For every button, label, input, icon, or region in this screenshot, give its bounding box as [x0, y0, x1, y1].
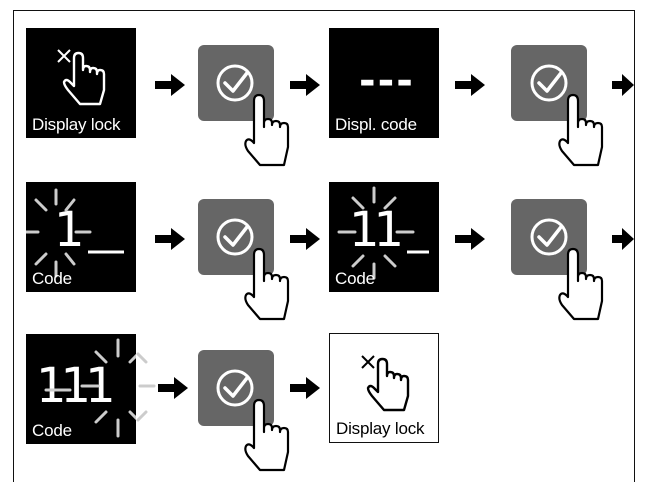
checkmark-circle-icon [216, 218, 254, 256]
panel-label: Code [32, 421, 72, 440]
display-lock-panel: Display lock [26, 28, 136, 138]
arrow-right-icon [290, 377, 320, 399]
hand-pointer-icon [558, 93, 604, 167]
arrow-right-icon [455, 228, 485, 250]
panel-label: Code [32, 269, 72, 288]
code-entry-panel-2: 11 Code [329, 182, 439, 292]
hand-touch-icon [57, 49, 106, 106]
arrow-right-icon [612, 228, 634, 250]
checkmark-circle-icon [530, 218, 568, 256]
panel-label: Display lock [32, 115, 121, 134]
arrow-right-icon [290, 228, 320, 250]
hand-touch-icon [361, 355, 410, 412]
code-digits: 111 [36, 358, 116, 414]
hand-pointer-icon [244, 398, 290, 472]
panel-label: Code [335, 269, 375, 288]
arrow-right-icon [455, 74, 485, 96]
code-dashes: --- [359, 58, 415, 104]
hand-pointer-icon [244, 93, 290, 167]
code-entry-panel-1: 1 Code [26, 182, 136, 292]
blink-rays-icon [44, 338, 136, 438]
code-digits: 1 [54, 202, 85, 258]
arrow-right-icon [155, 228, 185, 250]
checkmark-circle-icon [216, 369, 254, 407]
diagram-frame [13, 10, 635, 482]
hand-pointer-icon [558, 247, 604, 321]
arrow-right-icon [155, 74, 185, 96]
displ-code-panel: --- Displ. code [329, 28, 439, 138]
arrow-right-icon [290, 74, 320, 96]
blink-rays-icon [136, 352, 156, 422]
blink-rays-icon [337, 186, 429, 280]
panel-label: Displ. code [335, 115, 417, 134]
checkmark-circle-icon [530, 64, 568, 102]
code-digits: 11 [349, 202, 404, 258]
panel-label: Display lock [336, 419, 425, 438]
code-entry-panel-3: 111 Code [26, 334, 136, 444]
display-lock-final-panel: Display lock [329, 333, 439, 443]
blink-rays-icon [26, 188, 124, 278]
arrow-right-icon [612, 74, 634, 96]
arrow-right-icon [158, 377, 188, 399]
checkmark-circle-icon [216, 64, 254, 102]
hand-pointer-icon [244, 247, 290, 321]
